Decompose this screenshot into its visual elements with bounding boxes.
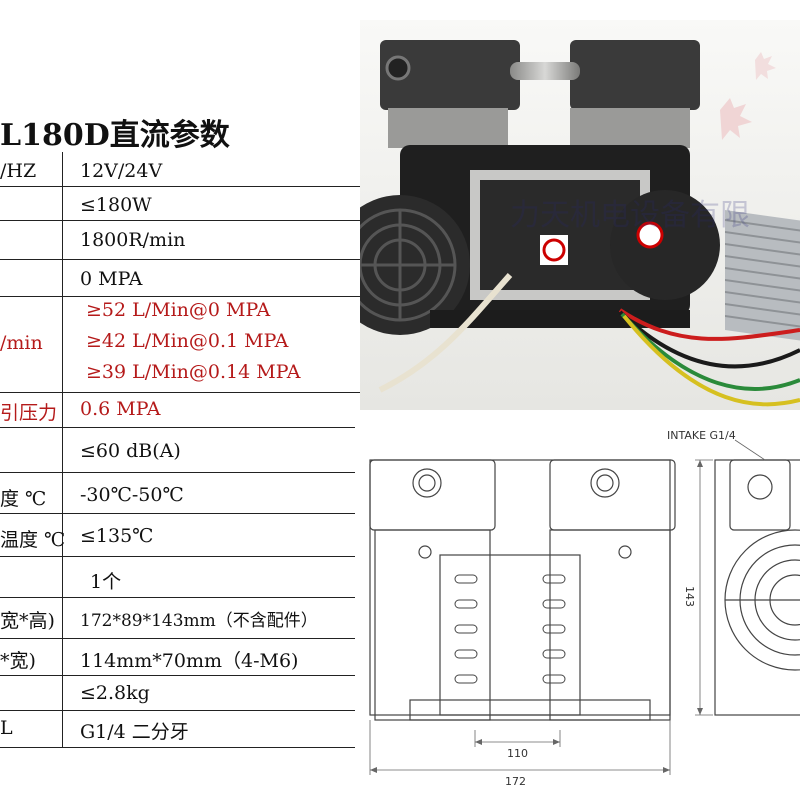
- spec-value: ≤60 dB(A): [80, 440, 181, 462]
- spec-row-power: ≤180W: [0, 187, 362, 221]
- column-divider: [62, 152, 63, 747]
- spec-row-noise: ≤60 dB(A): [0, 428, 362, 473]
- spec-label: 度 ℃: [0, 488, 47, 510]
- spec-row-dimensions: 宽*高) 172*89*143mm（不含配件）: [0, 598, 362, 639]
- spec-label: /HZ: [0, 160, 37, 182]
- spec-row-flow: /min ≥52 L/Min@0 MPA ≥42 L/Min@0.1 MPA ≥…: [0, 297, 362, 393]
- spec-value: 12V/24V: [80, 160, 163, 182]
- intake-label: INTAKE G1/4: [667, 429, 736, 442]
- spec-value: 0 MPA: [80, 268, 143, 290]
- spec-label: L: [0, 717, 13, 739]
- spec-value: ≤180W: [80, 194, 152, 216]
- dimension-total-width: 172: [505, 775, 526, 788]
- spec-row-max-temp: 温度 ℃ ≤135℃: [0, 514, 362, 557]
- dimension-mount-width: 110: [507, 747, 528, 760]
- spec-row-ambient-temp: 度 ℃ -30℃-50℃: [0, 473, 362, 514]
- spec-value: 172*89*143mm（不含配件）: [80, 611, 318, 631]
- spec-value: 1800R/min: [80, 229, 186, 251]
- spec-row-weight: ≤2.8kg: [0, 676, 362, 711]
- spec-label: 温度 ℃: [0, 529, 66, 551]
- technical-drawing: INTAKE G1/4 110 172 143: [355, 415, 800, 800]
- product-photo: 力天机电设备有限: [360, 20, 800, 410]
- spec-value: 0.6 MPA: [80, 398, 161, 420]
- spec-value-flow-1: ≥52 L/Min@0 MPA: [86, 299, 271, 321]
- dimension-height: 143: [683, 586, 696, 607]
- spec-label: /min: [0, 332, 43, 354]
- spec-row-port: L G1/4 二分牙: [0, 711, 362, 748]
- spec-row-speed: 1800R/min: [0, 221, 362, 260]
- spec-row-quantity: 1个: [0, 557, 362, 598]
- spec-value: 1个: [90, 571, 122, 593]
- spec-label: 引压力: [0, 402, 58, 424]
- spec-row-pressure: 0 MPA: [0, 260, 362, 297]
- spec-value: ≤135℃: [80, 525, 154, 547]
- watermark-text: 力天机电设备有限: [510, 198, 750, 233]
- spec-row-max-pressure: 引压力 0.6 MPA: [0, 393, 362, 428]
- spec-value: 114mm*70mm（4-M6): [80, 650, 299, 672]
- page-title: L180D直流参数: [0, 118, 230, 153]
- spec-label: 宽*高): [0, 610, 55, 632]
- spec-value: -30℃-50℃: [80, 484, 184, 506]
- dimension-drawing: INTAKE G1/4 110 172 143: [369, 429, 800, 788]
- compressor-illustration: [360, 20, 800, 410]
- spec-value-flow-2: ≥42 L/Min@0.1 MPA: [86, 330, 289, 352]
- spec-value: ≤2.8kg: [80, 682, 150, 704]
- spec-label: *宽): [0, 650, 36, 672]
- spec-value: G1/4 二分牙: [80, 721, 189, 743]
- spec-row-voltage: /HZ 12V/24V: [0, 152, 362, 187]
- spec-row-mounting: *宽) 114mm*70mm（4-M6): [0, 639, 362, 676]
- spec-value-flow-3: ≥39 L/Min@0.14 MPA: [86, 361, 301, 383]
